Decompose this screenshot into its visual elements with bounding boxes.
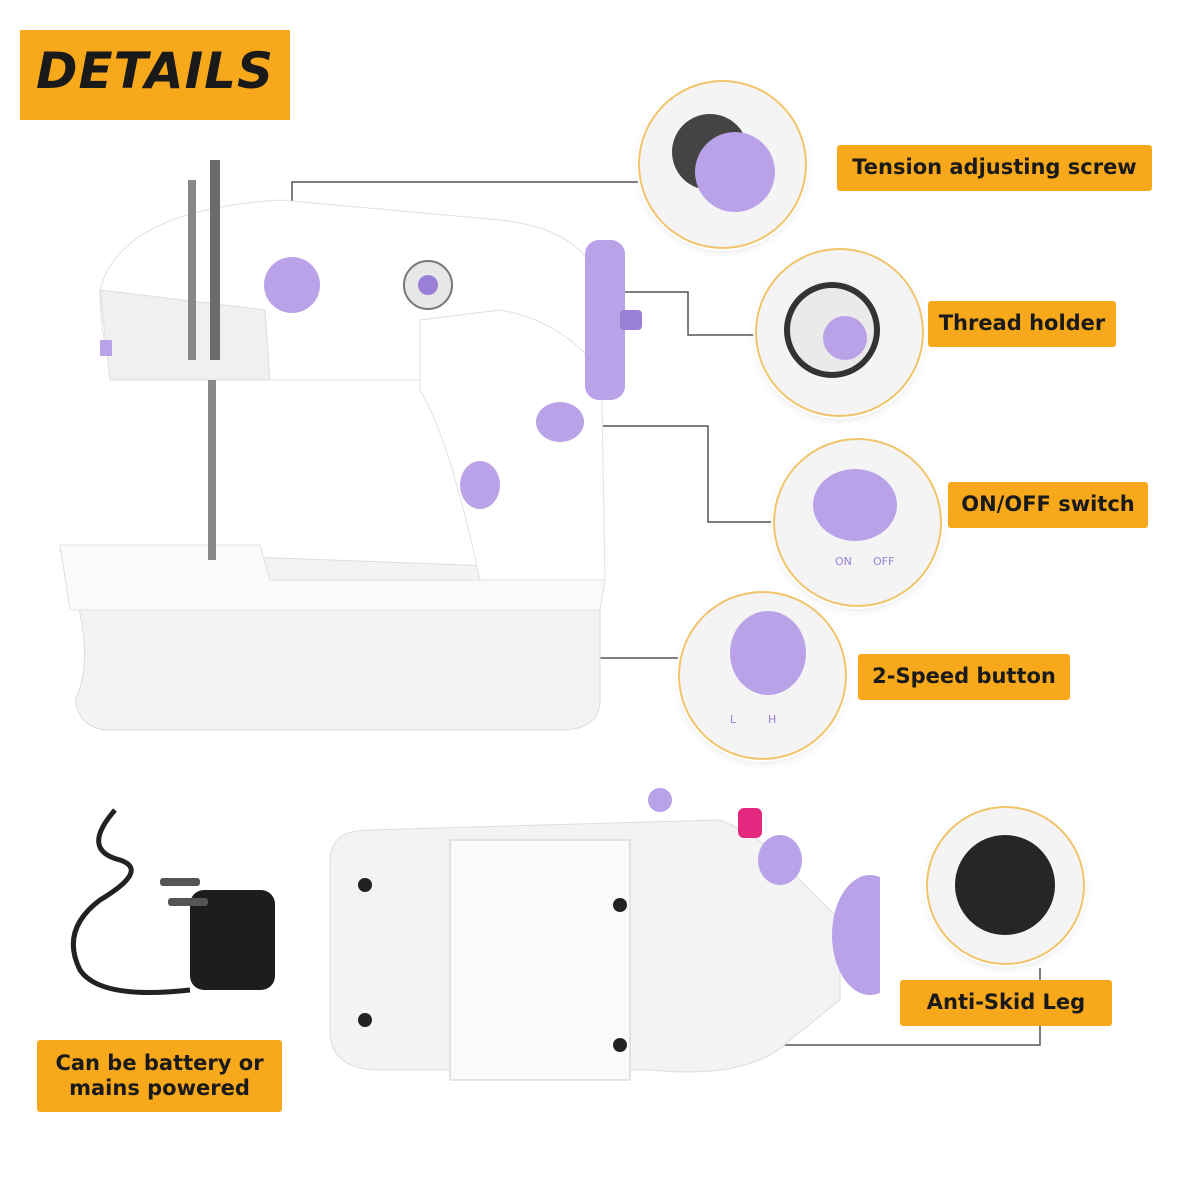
label-anti-skid: Anti-Skid Leg [900, 980, 1112, 1026]
label-onoff-switch: ON/OFF switch [948, 482, 1148, 528]
label-thread-holder: Thread holder [928, 301, 1116, 347]
line-onoff [590, 425, 775, 523]
tension-detail-photo [640, 82, 805, 247]
speed-detail-photo: L H [680, 593, 845, 758]
power-adapter-image [70, 808, 275, 995]
page-title: DETAILS [36, 42, 275, 100]
on-mark: ON [835, 555, 852, 568]
low-mark: L [730, 713, 737, 726]
title-banner [20, 30, 290, 120]
anti-skid-detail-photo [928, 808, 1083, 963]
label-tension: Tension adjusting screw [837, 145, 1152, 191]
label-speed-button: 2-Speed button [858, 654, 1070, 700]
label-power: Can be battery or mains powered [37, 1040, 282, 1112]
label-power-line2: mains powered [69, 1076, 250, 1100]
thread-holder-detail-photo [757, 250, 922, 415]
label-power-line1: Can be battery or [55, 1050, 264, 1075]
sewing-machine-image [59, 160, 642, 731]
high-mark: H [768, 713, 777, 726]
off-mark: OFF [873, 555, 895, 568]
sewing-machine-bottom-image [329, 788, 880, 1081]
onoff-detail-photo: ON OFF [775, 440, 940, 605]
